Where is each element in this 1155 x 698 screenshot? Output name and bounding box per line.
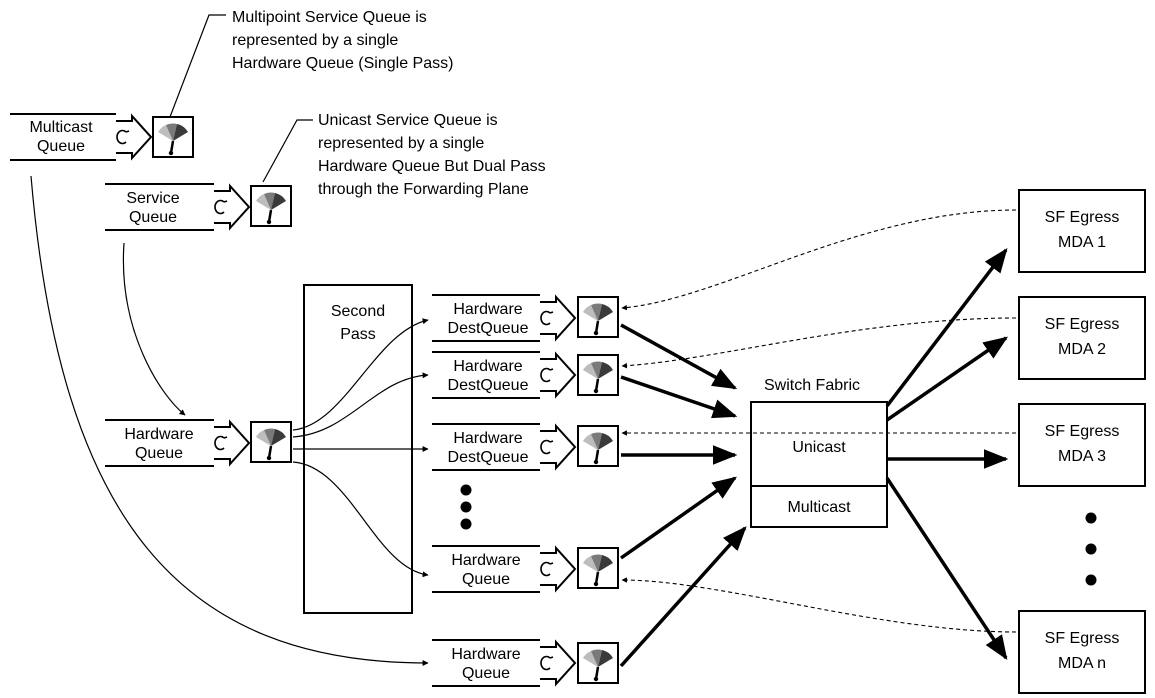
second-pass-label-2: Pass	[340, 326, 376, 343]
ellipsis-dots-right	[1085, 512, 1097, 586]
egress-label: SF Egress	[1045, 423, 1120, 440]
egress-label: SF Egress	[1045, 630, 1120, 647]
hardware-queue-label-1: Hardware	[451, 552, 520, 569]
note-unicast-line-1: Unicast Service Queue is	[318, 112, 498, 129]
service-to-hardware-arrow	[122, 242, 186, 416]
service-queue-label-2: Queue	[129, 209, 177, 226]
egress-label: SF Egress	[1045, 209, 1120, 226]
note-multipoint-line-2: represented by a single	[232, 32, 398, 49]
dest-queue-3: Hardware DestQueue	[432, 423, 620, 471]
second-pass-fanout	[292, 318, 429, 578]
hardware-queue-label-2: Queue	[135, 445, 183, 462]
rate-meter-icon	[576, 641, 620, 685]
rate-meter-icon	[576, 424, 620, 468]
multicast-to-hardware-arrow	[30, 175, 429, 666]
fabric-egress-arrows	[885, 248, 1009, 661]
switch-fabric: Switch Fabric Unicast Multicast	[750, 377, 888, 528]
rate-meter-icon	[249, 420, 293, 464]
rate-meter-icon	[576, 353, 620, 397]
hardware-queue-first-pass: Hardware Queue	[105, 419, 293, 467]
backpressure-lines	[621, 209, 1017, 633]
dest-queue-2: Hardware DestQueue	[432, 351, 620, 399]
switch-fabric-multicast: Multicast	[787, 499, 851, 516]
dest-queue-label-2: DestQueue	[448, 320, 529, 337]
egress-mda-name: MDA 1	[1058, 234, 1106, 251]
switch-fabric-unicast: Unicast	[792, 439, 846, 456]
dest-queue-label-2: DestQueue	[448, 449, 529, 466]
hardware-queue-5: Hardware Queue	[432, 639, 620, 687]
rate-meter-icon	[249, 184, 293, 228]
rate-meter-icon	[576, 546, 620, 590]
hardware-queue-label-2: Queue	[462, 665, 510, 682]
egress-mda-1: SF Egress MDA 1	[1018, 189, 1146, 273]
dest-queue-1: Hardware DestQueue	[432, 294, 620, 342]
egress-mda-n: SF Egress MDA n	[1018, 610, 1146, 694]
dest-queue-label-2: DestQueue	[448, 377, 529, 394]
note-multipoint-line-3: Hardware Queue (Single Pass)	[232, 55, 453, 72]
hardware-queue-label-1: Hardware	[124, 426, 193, 443]
rate-meter-icon	[576, 295, 620, 339]
hardware-queue-4: Hardware Queue	[432, 545, 620, 593]
egress-label: SF Egress	[1045, 316, 1120, 333]
note-unicast-line-3: Hardware Queue But Dual Pass	[318, 158, 546, 175]
note-multipoint-line-1: Multipoint Service Queue is	[232, 9, 427, 26]
egress-mda-name: MDA 2	[1058, 341, 1106, 358]
multicast-queue-label-1: Multicast	[29, 119, 93, 136]
egress-mda-3: SF Egress MDA 3	[1018, 403, 1146, 487]
multicast-queue: Multicast Queue	[10, 113, 195, 161]
note-unicast: Unicast Service Queue is represented by …	[262, 112, 546, 198]
switch-fabric-title: Switch Fabric	[764, 377, 860, 394]
note-unicast-line-4: through the Forwarding Plane	[318, 181, 529, 198]
egress-mda-name: MDA n	[1058, 655, 1106, 672]
egress-mda-name: MDA 3	[1058, 448, 1106, 465]
dest-queue-label-1: Hardware	[453, 358, 522, 375]
multicast-queue-label-2: Queue	[37, 138, 85, 155]
note-unicast-line-2: represented by a single	[318, 135, 484, 152]
dest-queue-label-1: Hardware	[453, 301, 522, 318]
ellipsis-dots-middle	[460, 484, 472, 530]
dest-queue-label-1: Hardware	[453, 430, 522, 447]
fabric-ingress-arrows	[619, 323, 747, 668]
rate-meter-icon	[151, 115, 195, 159]
note-multipoint: Multipoint Service Queue is represented …	[164, 9, 453, 131]
service-queue-label-1: Service	[126, 190, 179, 207]
hardware-queue-label-2: Queue	[462, 571, 510, 588]
second-pass-label-1: Second	[331, 303, 385, 320]
hardware-queue-label-1: Hardware	[451, 646, 520, 663]
egress-mda-2: SF Egress MDA 2	[1018, 296, 1146, 380]
service-queue: Service Queue	[105, 183, 293, 231]
